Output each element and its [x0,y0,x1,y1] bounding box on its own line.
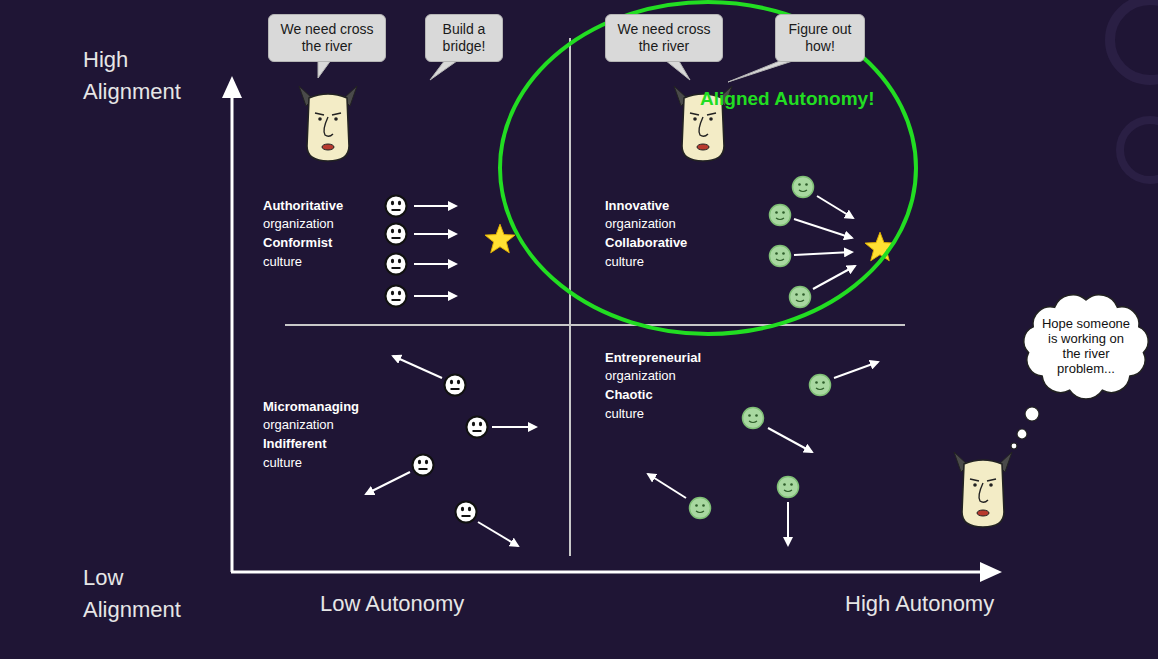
decor-circle [1110,0,1158,80]
axis-line [231,571,984,574]
axis-label: Low Autonomy [320,591,464,617]
neutral-face [386,224,407,245]
motion-arrow [648,474,686,498]
happy-face [793,177,814,198]
quadrant-label: organization [605,216,676,232]
happy-face [743,408,764,429]
motion-arrow [817,196,853,218]
highlight-text: Aligned Autonomy! [700,88,875,110]
motion-arrow [813,266,855,289]
thought-cloud: Hope someone is working on the river pro… [1018,290,1154,402]
axis-arrowhead [222,76,242,98]
speech-bubble: We need cross the river [268,14,386,62]
quadrant-label: Conformist [263,235,332,251]
quadrant-label: organization [263,216,334,232]
quadrant-label: Indifferent [263,436,327,452]
axis-arrowhead [980,562,1002,582]
quadrant-label: culture [605,406,644,422]
quadrant-label: Innovative [605,198,669,214]
speech-text: We need cross the river [614,21,714,55]
thought-dot [1017,429,1027,439]
motion-arrow [794,252,852,255]
speech-text: We need cross the river [277,21,377,55]
speech-bubble: Figure out how! [775,14,865,62]
quadrant-label: culture [263,455,302,471]
happy-face [790,287,811,308]
decor-circle [1120,120,1158,180]
motion-arrow [414,205,456,207]
quadrant-label: culture [605,254,644,270]
quadrant-label: organization [605,368,676,384]
speech-text: Build a bridge! [434,21,494,55]
manager-head [299,86,357,161]
speech-bubble: Build a bridge! [425,14,503,62]
axis-line [231,94,234,572]
neutral-face [456,502,477,523]
motion-arrow [414,295,456,297]
quadrant-label: Micromanaging [263,399,359,415]
manager-head [954,452,1012,527]
neutral-face [467,417,488,438]
axis-label: High Alignment [83,44,195,108]
axis-label: Low Alignment [83,562,195,626]
speech-text: Figure out how! [784,21,856,55]
cloud-outline [1024,295,1148,399]
motion-arrow [366,472,410,494]
quadrant-label: Chaotic [605,387,653,403]
happy-face [770,246,791,267]
ellipse-outline [500,2,916,334]
motion-arrow [834,362,878,378]
happy-face [778,477,799,498]
quadrant-label: organization [263,417,334,433]
happy-face [690,498,711,519]
quadrant-divider [569,38,571,556]
thought-text: Hope someone is working on the river pro… [1040,316,1132,376]
thought-dot [1011,443,1017,449]
motion-arrow [478,522,518,546]
happy-face [810,375,831,396]
neutral-face [445,375,466,396]
quadrant-divider [285,324,905,326]
quadrant-label: Collaborative [605,235,687,251]
motion-arrow [414,233,456,235]
happy-face [770,205,791,226]
neutral-face [386,254,407,275]
motion-arrow [492,426,536,428]
motion-arrow [414,263,456,265]
neutral-face [386,286,407,307]
axis-label: High Autonomy [845,591,994,617]
quadrant-label: Authoritative [263,198,343,214]
speech-bubble: We need cross the river [605,14,723,62]
neutral-face [386,196,407,217]
neutral-face [413,455,434,476]
goal-star [485,224,515,253]
motion-arrow [794,219,852,238]
motion-arrow [393,356,442,378]
motion-arrow [787,502,789,545]
quadrant-label: Entrepreneurial [605,350,701,366]
motion-arrow [768,428,812,452]
thought-dot [1025,407,1039,421]
quadrant-label: culture [263,254,302,270]
